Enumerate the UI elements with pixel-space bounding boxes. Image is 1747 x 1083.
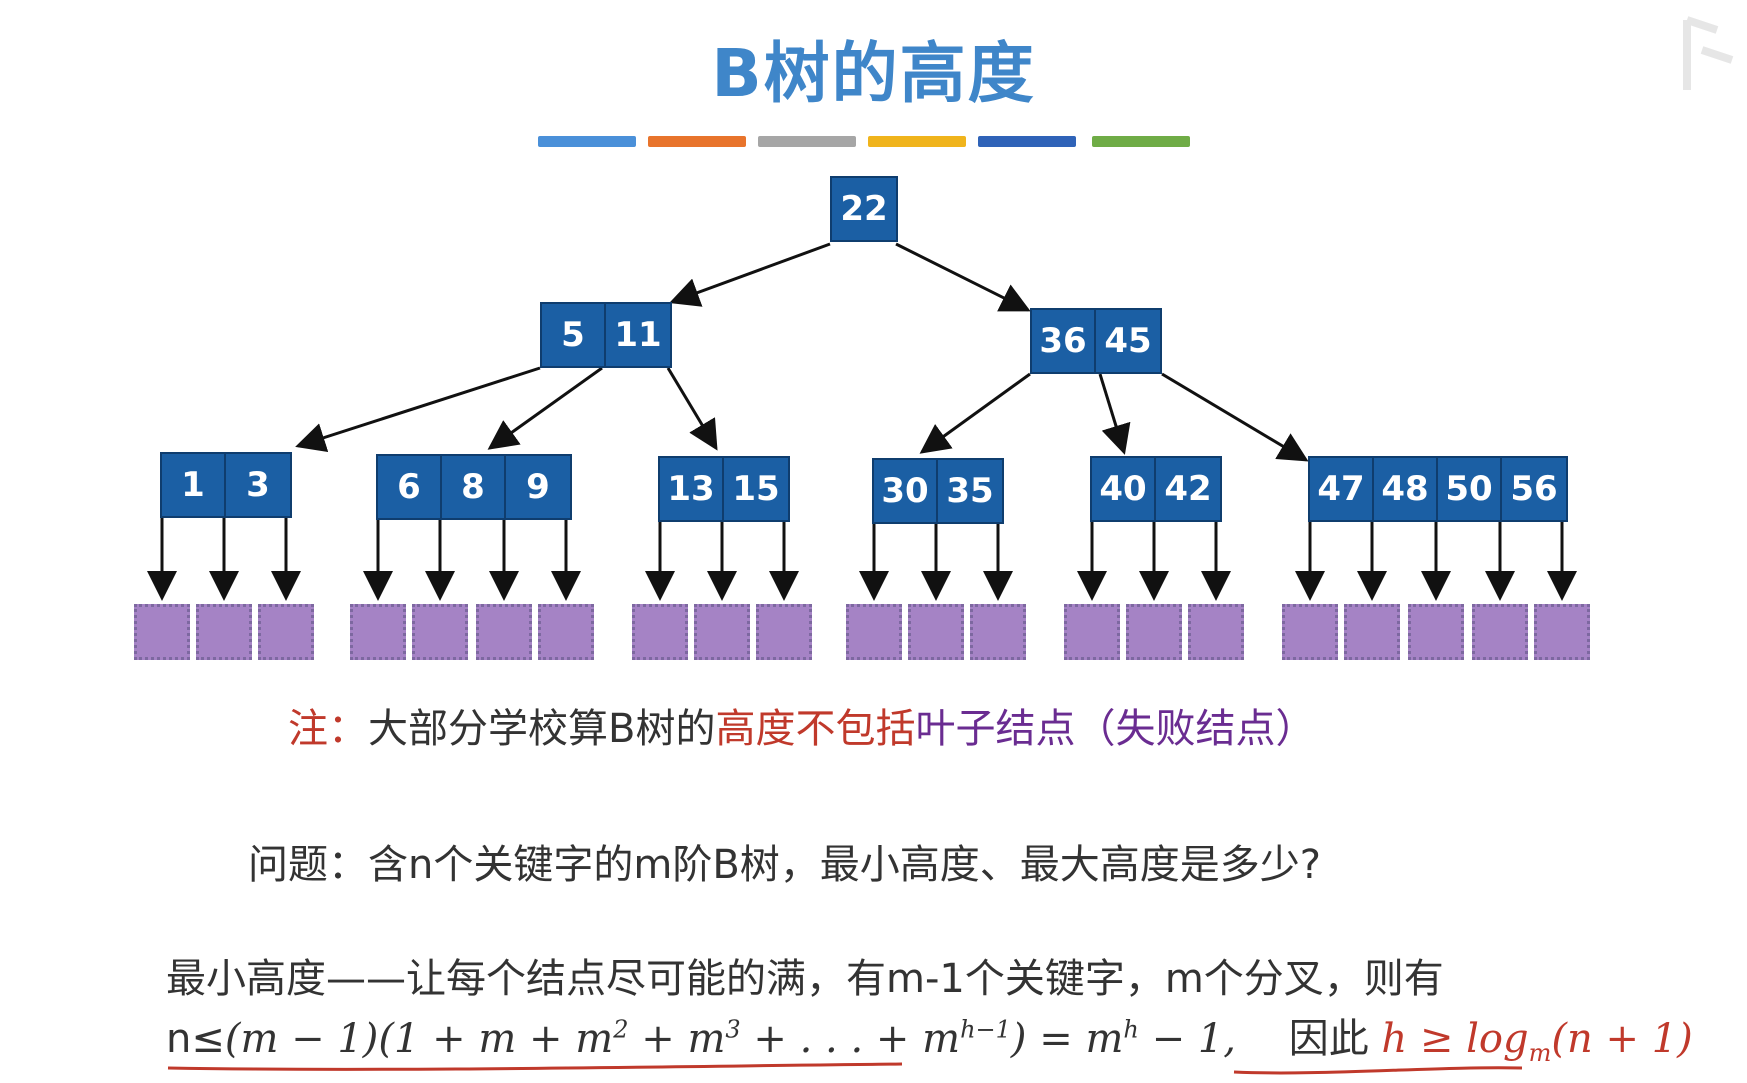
node-key: 11 bbox=[614, 315, 662, 355]
note-plain: 大部分学校算B树的 bbox=[368, 706, 716, 752]
failure-leaf bbox=[134, 604, 190, 660]
formula-lhs: n≤ bbox=[166, 1016, 225, 1062]
note-blue: 叶子结点 bbox=[915, 706, 1076, 752]
node-key: 35 bbox=[946, 471, 994, 511]
failure-leaf bbox=[412, 604, 468, 660]
note-red: 高度不包括 bbox=[715, 706, 916, 752]
edge-r-2 bbox=[1098, 373, 1131, 455]
color-bar-5 bbox=[978, 136, 1076, 147]
tree-node-6-8-9: 6 8 9 bbox=[376, 454, 572, 520]
failure-leaf bbox=[1126, 604, 1182, 660]
node-key: 5 bbox=[542, 304, 606, 366]
node-key: 8 bbox=[442, 456, 506, 518]
node-key: 1 bbox=[162, 454, 226, 516]
node-key: 9 bbox=[526, 467, 550, 507]
failure-leaf bbox=[1282, 604, 1338, 660]
tree-node-40-42: 40 42 bbox=[1090, 456, 1222, 522]
node-key: 36 bbox=[1032, 310, 1096, 372]
note-line: 注：大部分学校算B树的高度不包括叶子结点（失败结点） bbox=[288, 696, 1315, 754]
formula-conclusion-prefix: 因此 bbox=[1288, 1016, 1369, 1062]
edge-l-3 bbox=[666, 367, 718, 451]
node-key: 30 bbox=[874, 460, 938, 522]
node-key: 50 bbox=[1438, 458, 1502, 520]
formula-expr: (m − 1)(1 + m + m2 + m3 + . . . + mh−1) … bbox=[224, 1015, 1236, 1062]
page-title: B树的高度 bbox=[711, 35, 1036, 112]
edge-l-2 bbox=[487, 366, 603, 450]
edge-l-1 bbox=[295, 366, 541, 452]
failure-leaf bbox=[694, 604, 750, 660]
formula-line: n≤(m − 1)(1 + m + m2 + m3 + . . . + mh−1… bbox=[166, 1006, 1693, 1067]
color-bar-1 bbox=[538, 136, 636, 147]
node-key: 13 bbox=[660, 458, 724, 520]
node-key: 22 bbox=[840, 189, 888, 229]
node-key: 6 bbox=[378, 456, 442, 518]
failure-leaf bbox=[538, 604, 594, 660]
failure-leaf bbox=[846, 604, 902, 660]
note-prefix: 注： bbox=[288, 706, 368, 752]
tree-node-30-35: 30 35 bbox=[872, 458, 1004, 524]
node-key: 45 bbox=[1104, 321, 1152, 361]
watermark-logo bbox=[1683, 16, 1734, 90]
edge-r-1 bbox=[919, 372, 1031, 454]
tree-node-1-3: 1 3 bbox=[160, 452, 292, 518]
tree-node-13-15: 13 15 bbox=[658, 456, 790, 522]
tree-node-root: 22 bbox=[830, 176, 898, 242]
node-key: 48 bbox=[1374, 458, 1438, 520]
failure-leaf bbox=[756, 604, 812, 660]
failure-leaf bbox=[196, 604, 252, 660]
note-purple: （失败结点） bbox=[1075, 706, 1316, 752]
failure-leaf bbox=[632, 604, 688, 660]
failure-leaf bbox=[350, 604, 406, 660]
failure-leaf bbox=[908, 604, 964, 660]
failure-leaf bbox=[476, 604, 532, 660]
color-bar-4 bbox=[868, 136, 966, 147]
node-key: 42 bbox=[1164, 469, 1212, 509]
failure-leaf bbox=[1408, 604, 1464, 660]
color-bar-2 bbox=[648, 136, 746, 147]
formula-conclusion: h ≥ logm(n + 1) bbox=[1381, 1016, 1693, 1067]
color-bar-6 bbox=[1092, 136, 1190, 147]
edge-r-3 bbox=[1161, 372, 1309, 462]
node-key: 56 bbox=[1510, 469, 1558, 509]
failure-leaf bbox=[258, 604, 314, 660]
failure-leaf bbox=[1534, 604, 1590, 660]
failure-leaf bbox=[1064, 604, 1120, 660]
node-key: 40 bbox=[1092, 458, 1156, 520]
edge-root-right bbox=[895, 242, 1031, 312]
tree-node-47-48-50-56: 47 48 50 56 bbox=[1308, 456, 1568, 522]
tree-node-36-45: 36 45 bbox=[1030, 308, 1162, 374]
failure-leaf bbox=[1344, 604, 1400, 660]
edge-root-left bbox=[669, 242, 831, 307]
tree-node-5-11: 5 11 bbox=[540, 302, 672, 368]
node-key: 3 bbox=[246, 465, 270, 505]
min-height-line: 最小高度——让每个结点尽可能的满，有m-1个关键字，m个分叉，则有 bbox=[166, 956, 1444, 1002]
node-key: 47 bbox=[1310, 458, 1374, 520]
question-line: 问题：含n个关键字的m阶B树，最小高度、最大高度是多少? bbox=[248, 842, 1321, 888]
failure-leaf bbox=[970, 604, 1026, 660]
color-bar-3 bbox=[758, 136, 856, 147]
failure-leaf bbox=[1188, 604, 1244, 660]
node-key: 15 bbox=[732, 469, 780, 509]
failure-leaf bbox=[1472, 604, 1528, 660]
